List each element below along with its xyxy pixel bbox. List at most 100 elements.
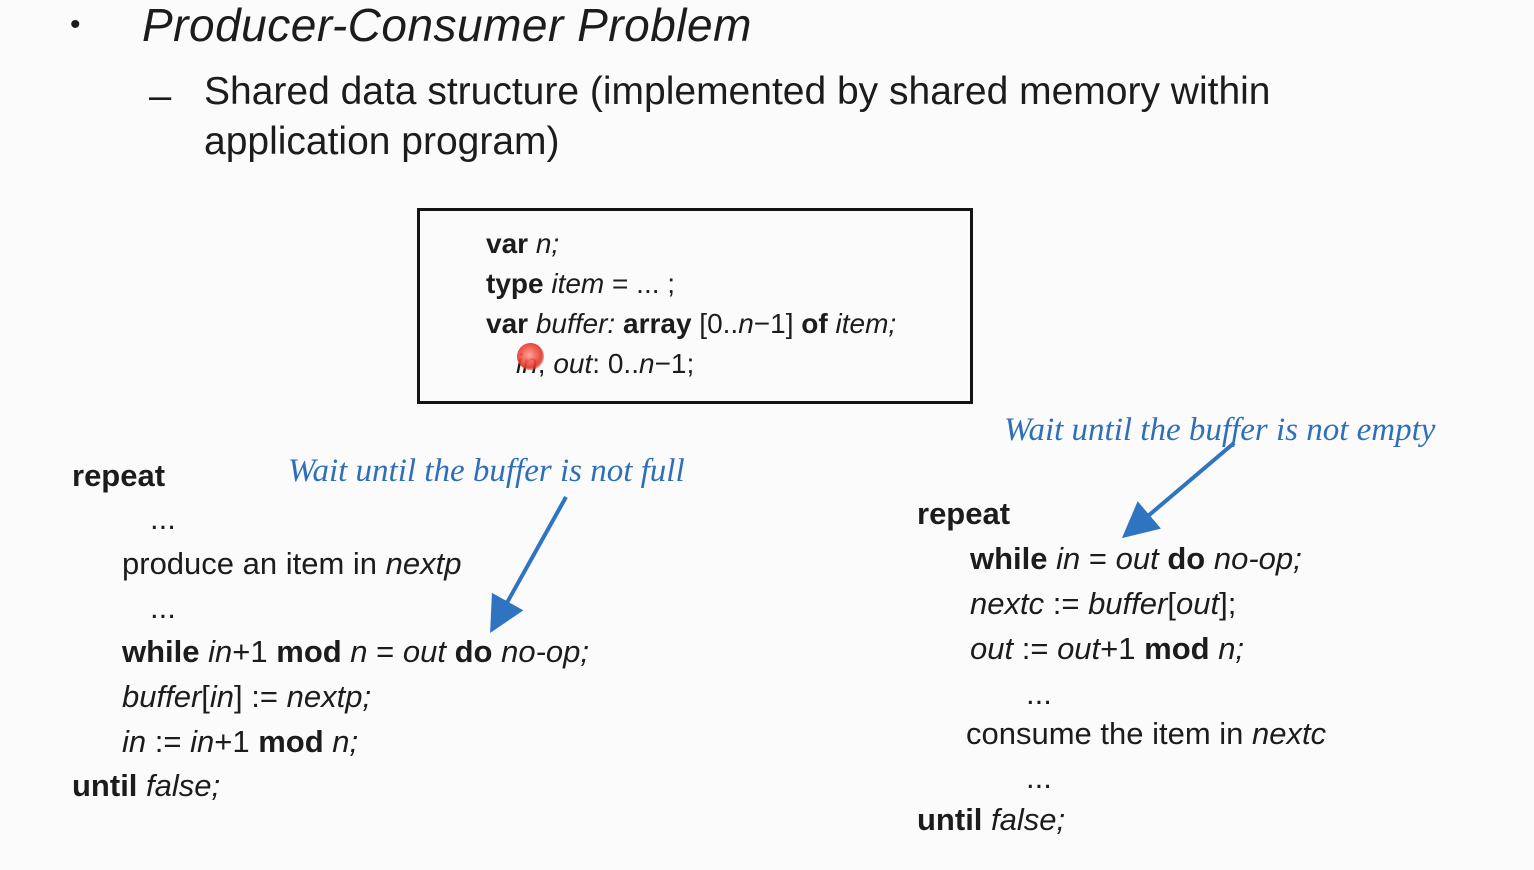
code-segment: mod [1144,631,1210,666]
code-segment: in [209,679,235,714]
code-line: type item = ... ; [486,264,970,304]
producer-code-line: ... [150,503,176,534]
code-segment: out [402,634,455,669]
code-segment: false; [982,802,1066,837]
code-segment: item [543,268,605,299]
code-segment: of [801,308,828,339]
code-segment: n; [1209,631,1245,666]
code-segment: out [1175,586,1220,621]
consumer-code-line: while in = out do no-op; [970,543,1302,574]
code-segment: n [639,348,655,379]
producer-code-line: in := in+1 mod n; [122,726,358,757]
code-line: var n; [486,224,970,264]
code-segment: n [738,308,754,339]
code-segment: n; [323,724,359,759]
code-segment: ... [1026,676,1052,711]
consumer-code-line: ... [1026,678,1052,709]
code-segment: : 0.. [592,348,639,379]
producer-code-line: produce an item in nextp [122,548,462,579]
consumer-code-line: repeat [917,498,1010,529]
code-segment: +1 [214,724,259,759]
code-segment: ... [1026,760,1052,795]
code-segment: while [122,634,209,669]
code-segment: out [1057,631,1101,666]
right-annotation-arrow [1121,441,1236,539]
producer-code-line: until false; [72,770,220,801]
code-segment: do [1167,541,1206,576]
laser-pointer-dot [517,343,544,370]
producer-code-line: while in+1 mod n = out do no-op; [122,636,589,667]
code-segment: nextp; [286,679,372,714]
code-segment: = [1080,541,1116,576]
producer-code-line: repeat [72,460,165,491]
producer-code-line: ... [150,592,176,623]
code-segment: out [1115,541,1168,576]
annotation-not-empty: Wait until the buffer is not empty [1004,412,1436,448]
code-segment: := [1044,586,1089,621]
code-segment: do [454,634,493,669]
code-segment: ... [150,590,176,625]
code-segment: array [623,308,692,339]
code-segment: buffer: [528,308,616,339]
code-segment: in [190,724,215,759]
consumer-code-line: out := out+1 mod n; [970,633,1244,664]
code-segment: in [1056,541,1081,576]
shared-data-declaration-box: var n; type item = ... ; var buffer: arr… [417,208,973,404]
consumer-code-line: nextc := buffer[out]; [970,588,1236,619]
code-segment: ]; [1219,586,1237,621]
code-segment: +1 [1100,631,1145,666]
code-segment: mod [258,724,324,759]
code-segment: until [72,768,138,803]
code-segment: ... [150,501,176,536]
code-segment [615,308,623,339]
consumer-code-line: ... [1026,762,1052,793]
code-segment: nextc [970,586,1045,621]
code-segment: [ [1167,586,1176,621]
code-segment: var [486,228,529,259]
code-segment: item; [827,308,897,339]
code-segment: n; [528,228,560,259]
code-segment: := [1013,631,1058,666]
subtitle-line-1: Shared data structure (implemented by sh… [204,70,1271,113]
code-segment: repeat [917,496,1011,531]
code-segment: false; [137,768,221,803]
code-segment: nextc [1252,716,1327,751]
subtitle-line-2: application program) [204,120,560,163]
code-segment: nextp [385,546,462,581]
bullet-icon: • [70,8,81,41]
code-segment: = [367,634,403,669]
code-segment: [ [201,679,210,714]
code-line: var buffer: array [0..n−1] of item; [486,304,970,344]
left-annotation-arrow [490,496,568,633]
dash-icon: – [149,74,172,118]
consumer-code-line: until false; [917,804,1065,835]
code-segment: while [970,541,1057,576]
code-segment: no-op; [1205,541,1302,576]
code-segment: buffer [122,679,202,714]
code-segment: mod [276,634,342,669]
code-segment: var [486,308,529,339]
code-segment: in [122,724,147,759]
code-segment: type [486,268,544,299]
annotation-not-full: Wait until the buffer is not full [288,453,685,489]
code-segment: consume the item in [966,716,1253,751]
code-segment: out [970,631,1014,666]
code-segment: produce an item in [122,546,386,581]
code-segment: = ... ; [604,268,676,299]
code-segment: repeat [72,458,166,493]
code-line: in, out: 0..n−1; [516,344,970,384]
code-segment: in [208,634,233,669]
code-segment: +1 [232,634,277,669]
slide-title: Producer-Consumer Problem [142,0,752,51]
code-segment: −1; [654,348,695,379]
code-segment: out [553,348,593,379]
producer-code-line: buffer[in] := nextp; [122,681,371,712]
code-segment: no-op; [492,634,589,669]
code-segment: := [146,724,191,759]
code-segment: n [341,634,368,669]
code-segment: −1] [753,308,802,339]
consumer-code-line: consume the item in nextc [966,718,1326,749]
code-segment: ] := [234,679,287,714]
code-segment: [0.. [691,308,739,339]
